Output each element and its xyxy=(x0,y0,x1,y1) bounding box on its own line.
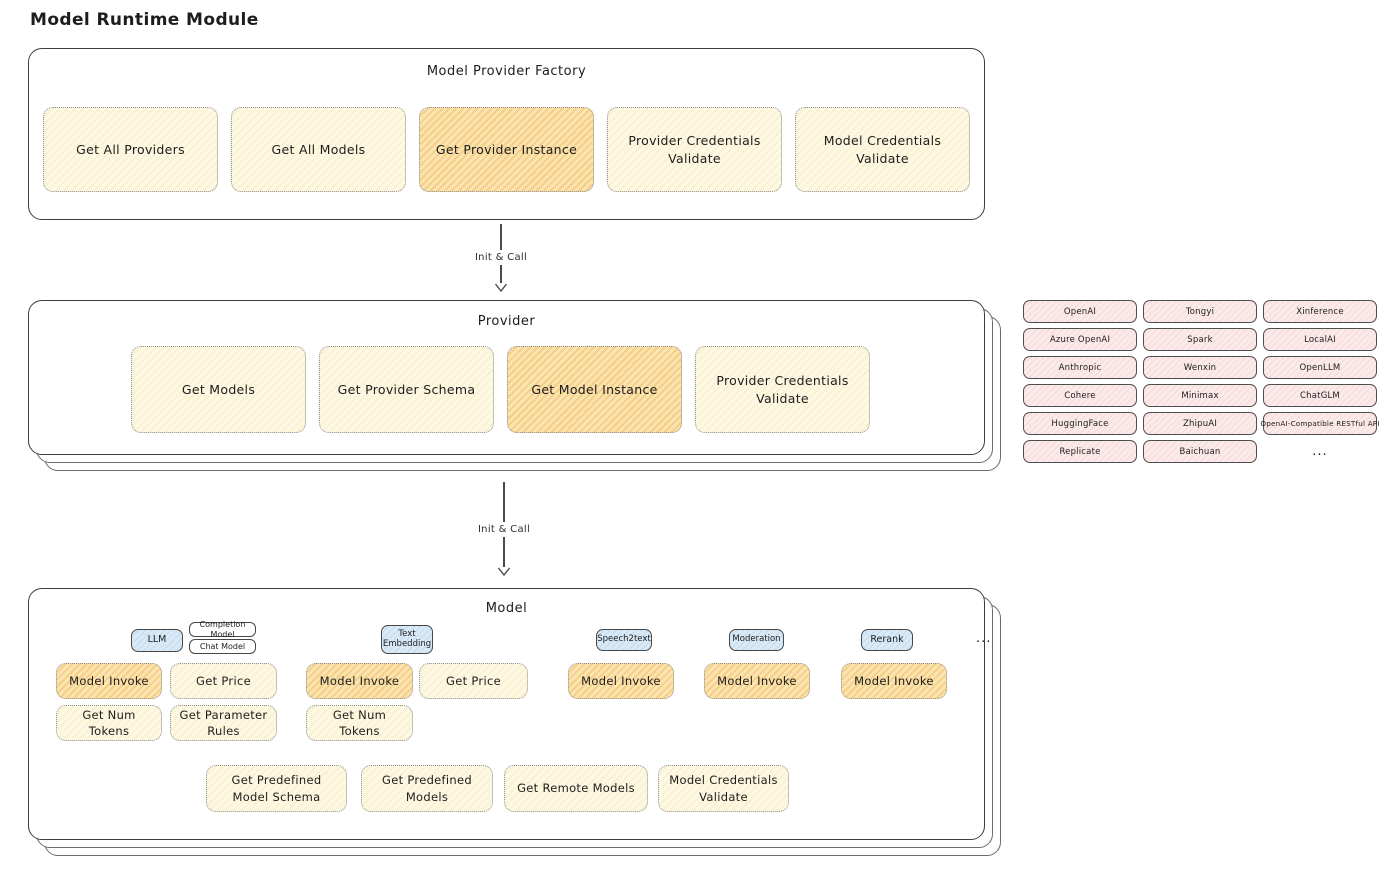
model-credentials-validate: Model Credentials Validate xyxy=(658,765,789,812)
factory-btn-get-all-providers: Get All Providers xyxy=(43,107,218,192)
text-embedding-model-invoke: Model Invoke xyxy=(306,663,413,699)
tab-text-embedding: Text Embedding xyxy=(381,625,433,654)
arrow-head-icon xyxy=(497,567,511,576)
llm-get-num-tokens: Get Num Tokens xyxy=(56,705,162,741)
llm-model-invoke: Model Invoke xyxy=(56,663,162,699)
provider-btn-get-model-instance: Get Model Instance xyxy=(507,346,682,433)
provider-title: Provider xyxy=(477,314,536,329)
init-call-arrow-1: Init & Call xyxy=(461,224,541,292)
llm-get-parameter-rules: Get Parameter Rules xyxy=(170,705,277,741)
provider-buttons-row: Get Models Get Provider Schema Get Model… xyxy=(131,346,870,433)
provider-box: Provider Get Models Get Provider Schema … xyxy=(28,300,985,455)
model-title: Model xyxy=(485,601,528,616)
provider-chip-huggingface: HuggingFace xyxy=(1023,412,1137,435)
provider-chip-xinference: Xinference xyxy=(1263,300,1377,323)
tab-moderation: Moderation xyxy=(729,629,784,651)
provider-chip-chatglm: ChatGLM xyxy=(1263,384,1377,407)
arrow-line xyxy=(503,482,505,522)
moderation-model-invoke: Model Invoke xyxy=(704,663,810,699)
provider-chip-localai: LocalAI xyxy=(1263,328,1377,351)
provider-chip-baichuan: Baichuan xyxy=(1143,440,1257,463)
rerank-model-invoke: Model Invoke xyxy=(841,663,947,699)
provider-btn-get-models: Get Models xyxy=(131,346,306,433)
arrow-label: Init & Call xyxy=(477,524,531,535)
providers-grid: OpenAI Tongyi Xinference Azure OpenAI Sp… xyxy=(1023,300,1379,463)
factory-btn-model-credentials-validate: Model Credentials Validate xyxy=(795,107,970,192)
get-remote-models: Get Remote Models xyxy=(504,765,648,812)
init-call-arrow-2: Init & Call xyxy=(464,482,544,576)
page-title: Model Runtime Module xyxy=(30,10,259,30)
model-box: Model LLM Completion Model Chat Model Te… xyxy=(28,588,990,840)
tab-completion-model: Completion Model xyxy=(189,620,256,639)
factory-btn-provider-credentials-validate: Provider Credentials Validate xyxy=(607,107,782,192)
tab-llm: LLM xyxy=(131,629,183,652)
arrow-line xyxy=(503,537,505,567)
provider-btn-provider-credentials-validate: Provider Credentials Validate xyxy=(695,346,870,433)
provider-chip-tongyi: Tongyi xyxy=(1143,300,1257,323)
provider-chip-cohere: Cohere xyxy=(1023,384,1137,407)
provider-chip-spark: Spark xyxy=(1143,328,1257,351)
provider-chip-openai: OpenAI xyxy=(1023,300,1137,323)
factory-btn-get-provider-instance: Get Provider Instance xyxy=(419,107,594,192)
provider-chip-openllm: OpenLLM xyxy=(1263,356,1377,379)
tab-chat-model: Chat Model xyxy=(189,639,256,654)
tab-speech2text: Speech2text xyxy=(596,629,652,651)
arrow-line xyxy=(500,224,502,250)
provider-chip-zhipuai: ZhipuAI xyxy=(1143,412,1257,435)
factory-btn-get-all-models: Get All Models xyxy=(231,107,406,192)
provider-btn-get-provider-schema: Get Provider Schema xyxy=(319,346,494,433)
arrow-line xyxy=(500,265,502,283)
text-embedding-get-num-tokens: Get Num Tokens xyxy=(306,705,413,741)
providers-more-ellipsis: ... xyxy=(1312,444,1328,459)
tab-rerank: Rerank xyxy=(861,629,913,651)
text-embedding-get-price: Get Price xyxy=(419,663,528,699)
get-predefined-models: Get Predefined Models xyxy=(361,765,493,812)
provider-chip-minimax: Minimax xyxy=(1143,384,1257,407)
arrow-head-icon xyxy=(494,283,508,292)
provider-chip-replicate: Replicate xyxy=(1023,440,1137,463)
provider-chip-anthropic: Anthropic xyxy=(1023,356,1137,379)
factory-box: Model Provider Factory Get All Providers… xyxy=(28,48,985,220)
provider-chip-azure-openai: Azure OpenAI xyxy=(1023,328,1137,351)
tabs-more-ellipsis: ... xyxy=(976,631,992,646)
provider-chip-openai-compatible-api: OpenAI-Compatible RESTful API xyxy=(1260,412,1379,435)
get-predefined-model-schema: Get Predefined Model Schema xyxy=(206,765,347,812)
speech2text-model-invoke: Model Invoke xyxy=(568,663,674,699)
arrow-label: Init & Call xyxy=(474,252,528,263)
provider-chip-wenxin: Wenxin xyxy=(1143,356,1257,379)
llm-get-price: Get Price xyxy=(170,663,277,699)
factory-buttons-row: Get All Providers Get All Models Get Pro… xyxy=(43,107,970,192)
factory-title: Model Provider Factory xyxy=(426,64,587,79)
